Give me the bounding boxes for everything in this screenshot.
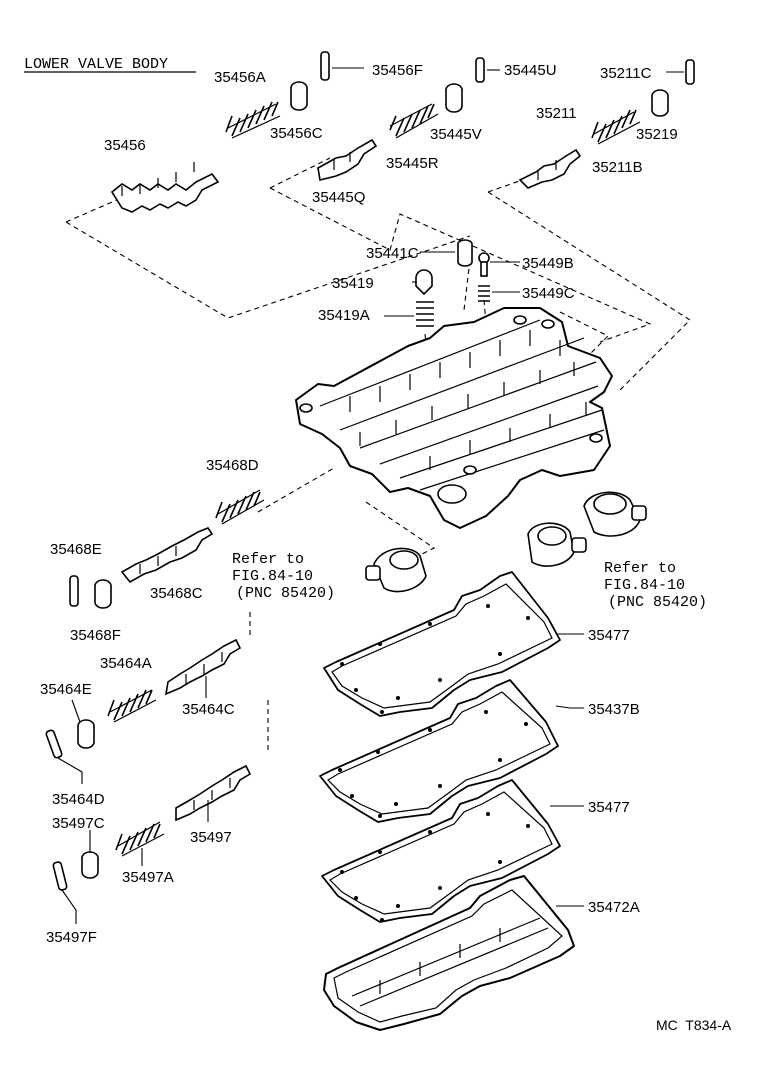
label-35449B: 35449B bbox=[522, 255, 574, 272]
ref-left-line3: (PNC 85420) bbox=[236, 585, 335, 602]
label-35497A: 35497A bbox=[122, 869, 174, 886]
label-35497: 35497 bbox=[190, 829, 232, 846]
ref-right-line2: FIG.84-10 bbox=[604, 577, 685, 594]
pin-35211C bbox=[666, 59, 695, 85]
ref-left-line2: FIG.84-10 bbox=[232, 568, 313, 585]
solenoid-left bbox=[365, 547, 427, 593]
label-35456A: 35456A bbox=[214, 69, 266, 86]
label-35456F: 35456F bbox=[372, 62, 423, 79]
label-35497F: 35497F bbox=[46, 929, 97, 946]
label-35477-lower: 35477 bbox=[588, 799, 630, 816]
solenoid-right-1 bbox=[527, 522, 587, 567]
valve-35211 bbox=[518, 148, 582, 189]
valve-35456 bbox=[110, 162, 220, 213]
label-35441C: 35441C bbox=[366, 245, 419, 262]
spring-35497A bbox=[115, 821, 165, 866]
pin-35464D bbox=[45, 729, 83, 784]
valve-body-cover-35472A bbox=[323, 875, 575, 1031]
spring-35456A bbox=[225, 101, 281, 139]
label-35437B: 35437B bbox=[588, 701, 640, 718]
label-35449C: 35449C bbox=[522, 285, 575, 302]
label-35211: 35211 bbox=[536, 105, 577, 122]
label-35468D: 35468D bbox=[206, 457, 259, 474]
solenoid-right-2 bbox=[583, 491, 647, 537]
plug-35464E bbox=[71, 699, 95, 749]
diagram-title: LOWER VALVE BODY bbox=[24, 56, 168, 73]
valve-35468C bbox=[120, 527, 214, 584]
gasket-35477-upper bbox=[323, 571, 561, 717]
valve-35464C bbox=[164, 638, 242, 698]
ref-right-line1: Refer to bbox=[604, 560, 676, 577]
spring-35445R bbox=[389, 103, 439, 139]
label-35468C: 35468C bbox=[150, 585, 203, 602]
sleeve-35441C bbox=[457, 239, 473, 267]
label-35419A: 35419A bbox=[318, 307, 370, 324]
label-35211C: 35211C bbox=[600, 65, 652, 82]
pin-35468E bbox=[69, 575, 79, 607]
label-35211B: 35211B bbox=[592, 159, 643, 176]
separator-plate-35437B bbox=[319, 679, 559, 823]
label-35445R: 35445R bbox=[386, 155, 439, 172]
label-35456: 35456 bbox=[104, 137, 146, 154]
label-35472A: 35472A bbox=[588, 899, 640, 916]
plug-35497C bbox=[81, 830, 99, 879]
plug-35219 bbox=[651, 89, 669, 117]
label-35464C: 35464C bbox=[182, 701, 235, 718]
plug-35468F bbox=[94, 579, 112, 609]
spring-35464A bbox=[107, 689, 157, 723]
label-35477-upper: 35477 bbox=[588, 627, 630, 644]
figure-code: MC T834-A bbox=[656, 1017, 732, 1033]
label-35464A: 35464A bbox=[100, 655, 152, 672]
plug-35456C bbox=[290, 81, 308, 111]
ref-left-line1: Refer to bbox=[232, 551, 304, 568]
gasket-holes bbox=[338, 604, 530, 922]
pin-35497F bbox=[52, 861, 77, 924]
gasket-35477-lower bbox=[321, 779, 561, 923]
reference-note-right: Refer to FIG.84-10 (PNC 85420) bbox=[604, 560, 707, 611]
part-labels: 35456A 35456F 35445U 35211C 35456 35456C… bbox=[40, 62, 678, 946]
spring-35468D bbox=[215, 489, 265, 525]
label-35419: 35419 bbox=[332, 275, 374, 292]
plug-35445V bbox=[445, 83, 463, 113]
label-35497C: 35497C bbox=[52, 815, 105, 832]
lower-valve-body bbox=[295, 307, 613, 529]
label-35445U: 35445U bbox=[504, 62, 557, 79]
spring-35419A bbox=[416, 301, 434, 327]
pin-35456F bbox=[320, 51, 364, 81]
label-35468F: 35468F bbox=[70, 627, 121, 644]
label-35456C: 35456C bbox=[270, 125, 323, 142]
label-35445V: 35445V bbox=[430, 126, 482, 143]
spring-35211B bbox=[591, 109, 641, 145]
label-35219: 35219 bbox=[636, 126, 678, 143]
label-35468E: 35468E bbox=[50, 541, 102, 558]
reference-note-left: Refer to FIG.84-10 (PNC 85420) bbox=[232, 551, 335, 602]
check-ball-35419 bbox=[415, 269, 433, 296]
spring-35449C bbox=[478, 285, 520, 302]
pin-35445U bbox=[475, 57, 500, 83]
label-35464E: 35464E bbox=[40, 681, 92, 698]
valve-35497 bbox=[175, 764, 252, 822]
plug-35449B bbox=[478, 252, 520, 277]
label-35445Q: 35445Q bbox=[312, 189, 365, 206]
leader-lines bbox=[384, 251, 584, 907]
label-35464D: 35464D bbox=[52, 791, 105, 808]
ref-right-line3: (PNC 85420) bbox=[608, 594, 707, 611]
valve-35445Q bbox=[317, 138, 378, 181]
